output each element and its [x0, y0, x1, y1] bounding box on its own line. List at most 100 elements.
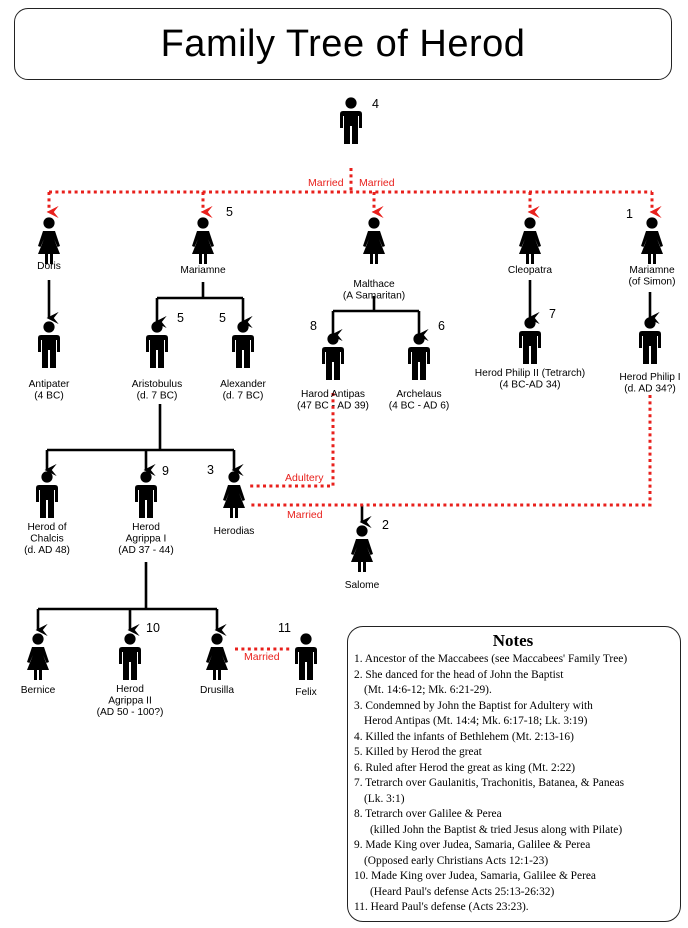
person-label: (d. AD 34?) [624, 384, 676, 395]
male-figure-icon [135, 471, 157, 518]
female-figure-icon [192, 217, 214, 264]
person-label: Alexander [220, 379, 266, 390]
person-label: (AD 37 - 44) [118, 545, 173, 556]
married-label-left: Married [308, 177, 344, 189]
person-label: Mariamne [629, 265, 675, 276]
notes-heading: Notes [492, 631, 534, 650]
married-herodias-label: Married [287, 509, 323, 521]
person-label: Chalcis [30, 534, 63, 545]
person-label: Drusilla [200, 685, 234, 696]
herodias-philip1-married-line [249, 395, 652, 507]
person-bernice: Bernice [21, 633, 56, 696]
note-line: Herod Antipas (Mt. 14:4; Mk. 6:17-18; Lk… [364, 715, 588, 727]
person-drusilla: Drusilla [200, 633, 234, 696]
note-number: 5 [177, 311, 184, 325]
married-label-right: Married [359, 177, 395, 189]
male-figure-icon [146, 321, 168, 368]
person-label: Doris [37, 261, 61, 272]
person-label: (4 BC - AD 6) [389, 401, 450, 412]
person-label: (of Simon) [629, 277, 676, 288]
person-label: Herod Philip II (Tetrarch) [475, 368, 585, 379]
female-figure-icon [38, 217, 60, 264]
note-number: 8 [310, 319, 317, 333]
page-title: Family Tree of Herod [160, 22, 526, 65]
note-number: 11 [278, 621, 291, 635]
note-line: 5. Killed by Herod the great [354, 746, 482, 758]
person-label: (47 BC - AD 39) [297, 401, 369, 412]
note-line: 11. Heard Paul's defense (Acts 23:23). [354, 901, 529, 913]
person-label: (4 BC) [34, 391, 63, 402]
note-line: 3. Condemned by John the Baptist for Adu… [354, 699, 593, 712]
note-number: 9 [162, 464, 169, 478]
person-label: Herod Philip I [619, 372, 680, 383]
note-line: (Heard Paul's defense Acts 25:13-26:32) [370, 885, 555, 898]
note-number: 2 [382, 518, 389, 532]
adultery-label: Adultery [285, 472, 324, 484]
female-figure-icon [223, 471, 245, 518]
married-drusilla-label: Married [244, 651, 280, 663]
note-number: 1 [626, 207, 633, 221]
agrippa1-children-bar [38, 562, 217, 611]
person-label: Herod of [27, 522, 66, 533]
note-line: (Lk. 3:1) [364, 792, 405, 805]
person-label: Herodias [214, 526, 255, 537]
male-figure-icon [36, 471, 58, 518]
malthace-children-bar [333, 296, 419, 313]
male-figure-icon [119, 633, 141, 680]
male-figure-icon [639, 317, 661, 364]
person-label: Salome [345, 580, 380, 591]
person-herod: 4 [340, 97, 379, 144]
person-label: Cleopatra [508, 265, 553, 276]
note-line: (Mt. 14:6-12; Mk. 6:21-29). [364, 684, 492, 696]
person-label: Herod [132, 522, 160, 533]
person-doris: Doris [37, 217, 61, 272]
note-line: 9. Made King over Judea, Samaria, Galile… [354, 839, 591, 851]
note-number: 7 [549, 307, 556, 321]
note-number: 4 [372, 97, 379, 111]
male-figure-icon [295, 633, 317, 680]
person-label: Agrippa II [108, 696, 152, 707]
person-label: Aristobulus [132, 379, 182, 390]
male-figure-icon [322, 333, 344, 380]
note-line: 7. Tetrarch over Gaulanitis, Trachonitis… [354, 777, 625, 789]
note-number: 5 [219, 311, 226, 325]
person-cleopatra: Cleopatra [508, 217, 553, 276]
person-label: (AD 50 - 100?) [97, 707, 164, 718]
person-label: Agrippa I [126, 534, 167, 545]
person-malthace: Malthace(A Samaritan) [343, 217, 405, 302]
person-label: Malthace [353, 279, 395, 290]
title-box: Family Tree of Herod [14, 8, 672, 80]
female-figure-icon [519, 217, 541, 264]
person-label: Harod Antipas [301, 389, 365, 400]
notes-list: 1. Ancestor of the Maccabees (see Maccab… [354, 652, 672, 916]
person-philip1: Herod Philip I(d. AD 34?) [619, 317, 681, 395]
male-figure-icon [519, 317, 541, 364]
note-line: (Opposed early Christians Acts 12:1-23) [364, 854, 549, 867]
connector-lines [35, 168, 662, 651]
male-figure-icon [408, 333, 430, 380]
female-figure-icon [351, 525, 373, 572]
person-label: (d. AD 48) [24, 545, 70, 556]
note-line: (killed John the Baptist & tried Jesus a… [370, 823, 623, 836]
male-figure-icon [232, 321, 254, 368]
person-label: Felix [295, 687, 317, 698]
note-number: 10 [146, 621, 160, 635]
female-figure-icon [27, 633, 49, 680]
male-figure-icon [340, 97, 362, 144]
person-label: Archelaus [396, 389, 441, 400]
person-label: (d. 7 BC) [223, 391, 264, 402]
note-number: 5 [226, 205, 233, 219]
adultery-line [249, 393, 335, 488]
female-figure-icon [363, 217, 385, 264]
person-label: Antipater [29, 379, 70, 390]
